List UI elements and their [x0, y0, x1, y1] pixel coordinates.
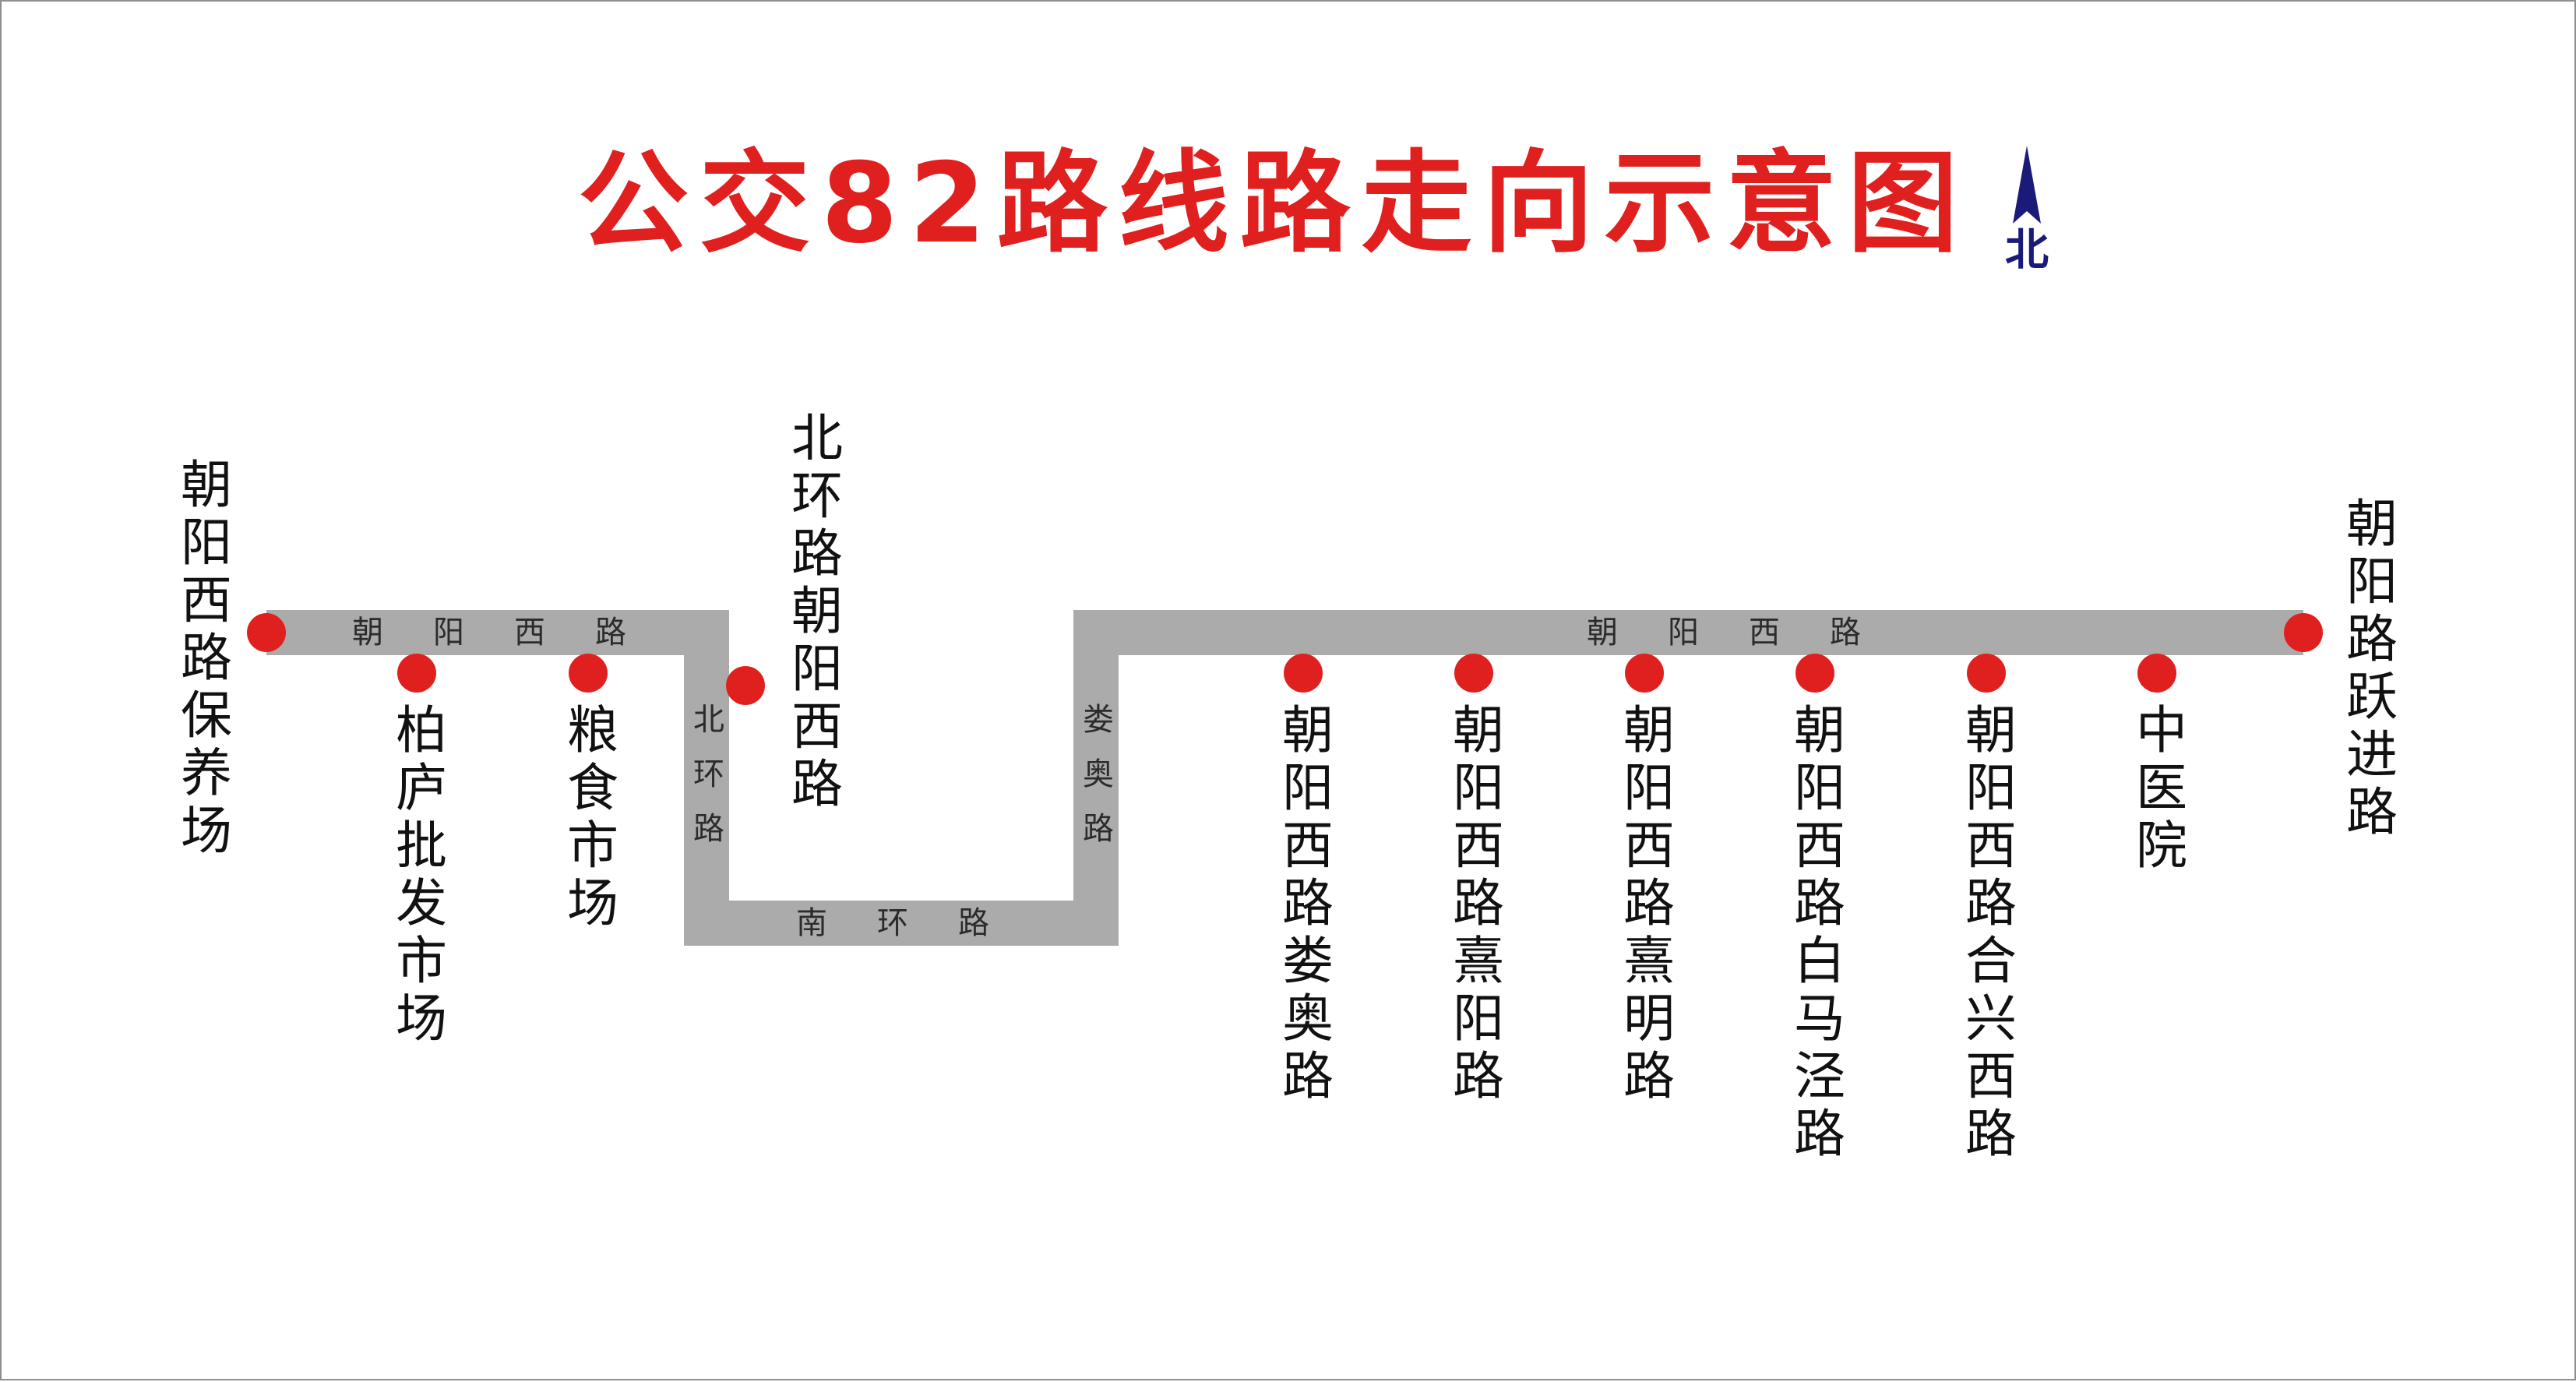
stop-marker[interactable]	[2137, 654, 2176, 693]
stop-label: 柏庐批发市场	[387, 703, 447, 1049]
road-label-beihuan: 北环路	[688, 703, 724, 866]
bus-route-line	[266, 610, 2303, 946]
stop-marker[interactable]	[2284, 613, 2323, 652]
stop-label: 北环路朝阳西路	[783, 411, 843, 814]
north-arrow-icon	[2013, 146, 2041, 224]
stop-label: 粮食市场	[559, 703, 618, 933]
north-label: 北	[2005, 225, 2049, 276]
road-label-louao: 娄奥路	[1077, 703, 1113, 866]
stop-marker[interactable]	[247, 613, 286, 652]
road-label-nanhuan: 南环路	[796, 905, 1039, 941]
stop-label: 朝阳西路合兴西路	[1957, 703, 2017, 1164]
stop-label: 朝阳西路娄奥路	[1274, 703, 1334, 1106]
stop-marker[interactable]	[1967, 654, 2006, 693]
road-label-chaoyang-west: 朝阳西路	[352, 615, 676, 650]
stop-marker[interactable]	[1795, 654, 1834, 693]
stop-label: 朝阳西路熹明路	[1615, 703, 1675, 1106]
stop-label: 朝阳西路保养场	[172, 457, 232, 861]
stop-marker[interactable]	[726, 666, 765, 705]
road-label-chaoyang-west: 朝阳西路	[1587, 615, 1911, 650]
map-title: 公交82路线路走向示意图	[578, 139, 1969, 268]
north-indicator: 北	[1996, 146, 2058, 278]
stop-marker[interactable]	[1454, 654, 1493, 693]
stop-label: 朝阳西路熹阳路	[1444, 703, 1504, 1106]
stop-marker[interactable]	[569, 654, 608, 693]
stop-marker[interactable]	[1284, 654, 1323, 693]
stop-label: 中医院	[2127, 703, 2187, 876]
stop-marker[interactable]	[397, 654, 436, 693]
stop-label: 朝阳路跃进路	[2338, 496, 2398, 842]
stop-label: 朝阳西路白马泾路	[1785, 703, 1845, 1164]
stop-marker[interactable]	[1625, 654, 1664, 693]
